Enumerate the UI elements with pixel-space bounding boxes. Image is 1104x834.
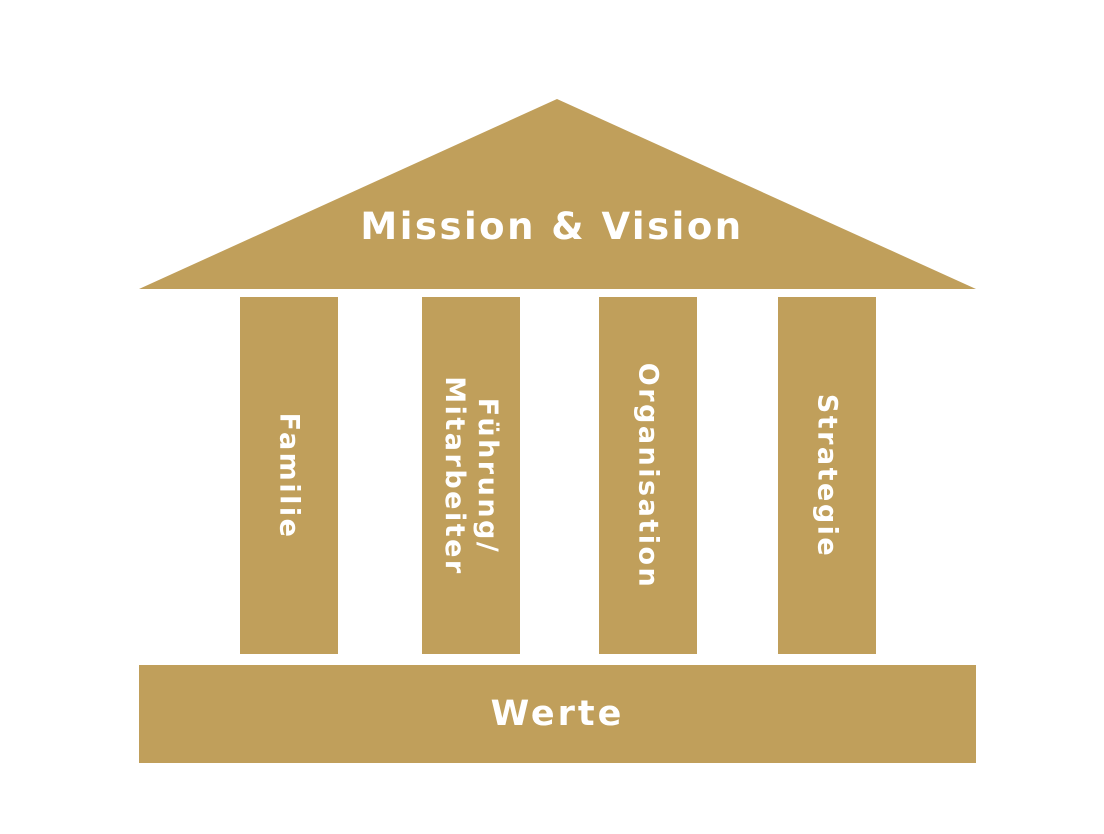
pillar-label: Organisation	[632, 362, 664, 589]
roof-label: Mission & Vision	[360, 205, 744, 248]
roof-shape	[139, 99, 976, 289]
pillar-familie: Familie	[240, 297, 338, 654]
base-label: Werte	[490, 694, 625, 734]
pillar-fuehrung-mitarbeiter: Führung/ Mitarbeiter	[422, 297, 520, 654]
pillar-label: Führung/ Mitarbeiter	[439, 375, 503, 576]
pillar-label: Familie	[273, 412, 305, 539]
pillar-strategie: Strategie	[778, 297, 876, 654]
foundation-base: Werte	[139, 665, 976, 763]
pillar-organisation: Organisation	[599, 297, 697, 654]
pillar-label: Strategie	[811, 393, 843, 558]
